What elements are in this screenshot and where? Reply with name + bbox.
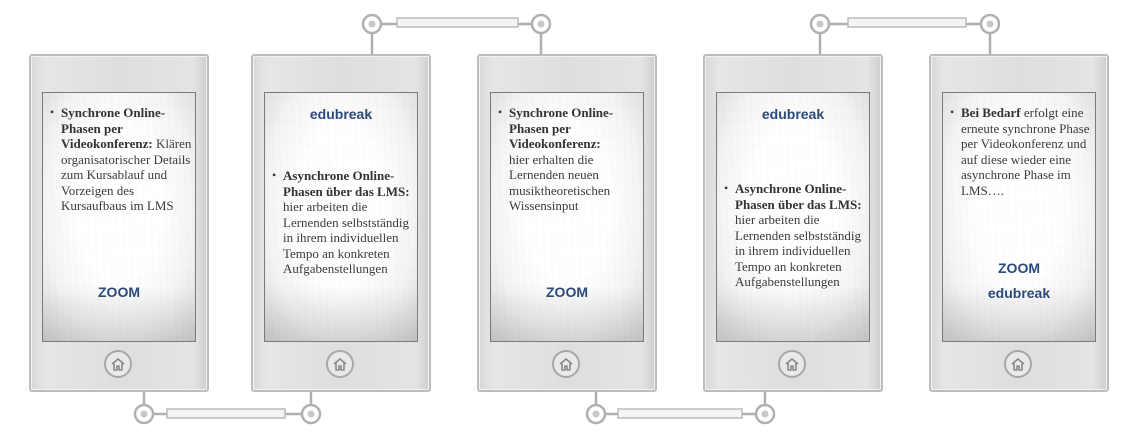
zoom-label: ZOOM [998, 260, 1040, 276]
bullet-bold: Synchrone Online-Phasen per Videokonfere… [61, 105, 166, 151]
bullet-bold: Asynchrone Online-Phasen über das LMS: [735, 181, 862, 212]
bullet-text: hier erhalten die Lernenden neuen musikt… [509, 151, 611, 214]
home-button[interactable] [552, 350, 580, 378]
home-icon [559, 357, 573, 371]
connector-bottom-1 [133, 392, 322, 425]
phone-screen: Synchrone Online-Phasen per Videokonfere… [490, 92, 644, 342]
home-button[interactable] [104, 350, 132, 378]
bullet-text: Klären organisatorischer Details zum Kur… [61, 136, 192, 213]
phone-3: Synchrone Online-Phasen per Videokonfere… [477, 54, 657, 392]
bullet-block: Synchrone Online-Phasen per Videokonfere… [49, 105, 193, 214]
home-button[interactable] [326, 350, 354, 378]
bullet-bold: Bei Bedarf [961, 105, 1021, 120]
zoom-label: ZOOM [98, 284, 140, 300]
phone-2: edubreak Asynchrone Online-Phasen über d… [251, 54, 431, 392]
phone-1: Synchrone Online-Phasen per Videokonfere… [29, 54, 209, 392]
bullet-text: erfolgt eine erneute synchrone Phase per… [961, 105, 1090, 198]
home-button[interactable] [778, 350, 806, 378]
phone-5: Bei Bedarf erfolgt eine erneute synchron… [929, 54, 1109, 392]
phone-screen: edubreak Asynchrone Online-Phasen über d… [264, 92, 418, 342]
connector-bottom-2 [585, 392, 776, 425]
bullet-text: hier arbeiten die Lernenden selbstständi… [735, 212, 861, 289]
phone-screen: Bei Bedarf erfolgt eine erneute synchron… [942, 92, 1096, 342]
home-icon [111, 357, 125, 371]
phone-screen: edubreak Asynchrone Online-Phasen über d… [716, 92, 870, 342]
connector-top-2 [809, 13, 1001, 54]
phone-4: edubreak Asynchrone Online-Phasen über d… [703, 54, 883, 392]
home-icon [1011, 357, 1025, 371]
bullet-bold: Synchrone Online-Phasen per Videokonfere… [509, 105, 614, 151]
bullet-block: Bei Bedarf erfolgt eine erneute synchron… [949, 105, 1091, 198]
home-icon [333, 357, 347, 371]
bullet-block: Synchrone Online-Phasen per Videokonfere… [497, 105, 641, 214]
home-button[interactable] [1004, 350, 1032, 378]
home-icon [785, 357, 799, 371]
edubreak-label: edubreak [309, 106, 373, 122]
bullet-text: hier arbeiten die Lernenden selbstständi… [283, 199, 409, 276]
edubreak-label: edubreak [987, 285, 1051, 301]
zoom-label: ZOOM [546, 284, 588, 300]
edubreak-label: edubreak [761, 106, 825, 122]
bullet-bold: Asynchrone Online-Phasen über das LMS: [283, 168, 410, 199]
bullet-block: Asynchrone Online-Phasen über das LMS: h… [723, 181, 869, 290]
connector-top-1 [361, 13, 552, 54]
phone-screen: Synchrone Online-Phasen per Videokonfere… [42, 92, 196, 342]
bullet-block: Asynchrone Online-Phasen über das LMS: h… [271, 168, 415, 277]
